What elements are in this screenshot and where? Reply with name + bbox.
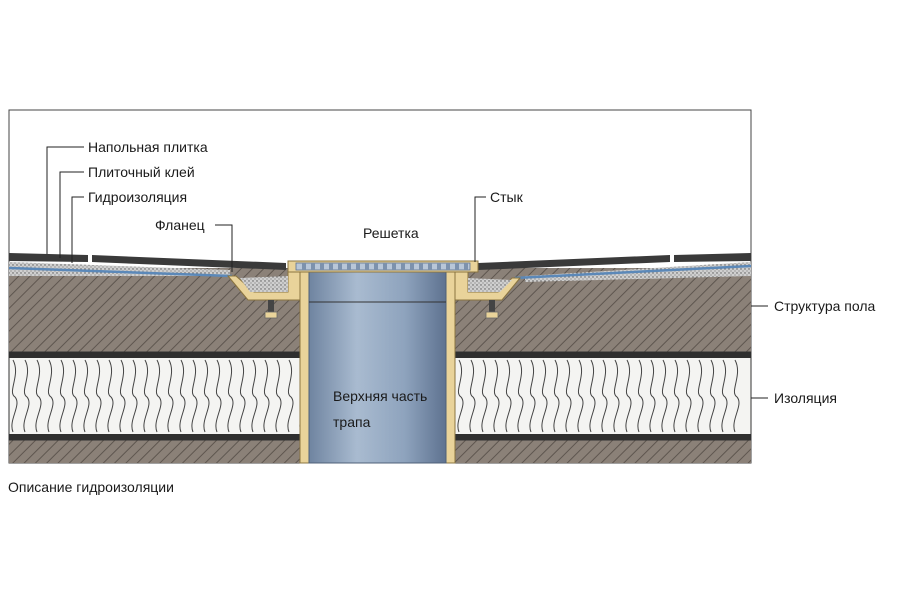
- adhesive-layer-left: [9, 262, 230, 276]
- grate-bar: [419, 263, 423, 270]
- drain-top-pipe: [308, 271, 447, 464]
- label-flange: Фланец: [155, 217, 205, 233]
- grate-bar: [338, 263, 342, 270]
- grate-bar: [374, 263, 378, 270]
- grate-bar: [410, 263, 414, 270]
- grate-bar: [329, 263, 333, 270]
- grate-bar: [302, 263, 306, 270]
- insulation-wave: [721, 359, 728, 433]
- tile-left-2: [92, 255, 286, 270]
- tile-right-1: [478, 255, 670, 270]
- grate-bar: [347, 263, 351, 270]
- grate-bar: [356, 263, 360, 270]
- insulation-pattern: [11, 359, 740, 433]
- insulation-wave: [179, 359, 186, 433]
- insulation-wave: [275, 359, 282, 433]
- grate-bar: [320, 263, 324, 270]
- insulation-wave: [95, 359, 102, 433]
- insulation-wave: [481, 359, 488, 433]
- label-insulation: Изоляция: [774, 390, 837, 406]
- grate-bar: [392, 263, 396, 270]
- insulation-wave: [215, 359, 222, 433]
- grate-bar: [455, 263, 459, 270]
- tile-right-2: [674, 253, 751, 262]
- insulation-wave: [191, 359, 198, 433]
- insulation-wave: [71, 359, 78, 433]
- grate-bar: [311, 263, 315, 270]
- insulation-wave: [227, 359, 234, 433]
- insulation-wave: [565, 359, 572, 433]
- leader-lines: [46, 146, 768, 399]
- insulation-wave: [553, 359, 560, 433]
- insulation-wave: [637, 359, 644, 433]
- insulation-wave: [517, 359, 524, 433]
- label-tile-adhesive: Плиточный клей: [88, 164, 195, 180]
- insulation-wave: [263, 359, 270, 433]
- label-floor-tile: Напольная плитка: [88, 139, 208, 155]
- grate-bar: [365, 263, 369, 270]
- insulation-wave: [505, 359, 512, 433]
- grate-bar: [446, 263, 450, 270]
- insulation-wave: [469, 359, 476, 433]
- insulation-wave: [541, 359, 548, 433]
- grate-bar: [383, 263, 387, 270]
- label-joint: Стык: [490, 189, 524, 205]
- tile-left-1: [9, 253, 88, 262]
- flange-fill-right: [468, 278, 512, 292]
- insulation-wave: [287, 359, 294, 433]
- insulation-wave: [239, 359, 246, 433]
- insulation-wave: [83, 359, 90, 433]
- insulation-wave: [251, 359, 258, 433]
- drain-wall-right: [445, 267, 456, 464]
- figure-caption: Описание гидроизоляции: [8, 479, 174, 495]
- insulation-wave: [613, 359, 620, 433]
- insulation-wave: [59, 359, 66, 433]
- insulation-wave: [203, 359, 210, 433]
- insulation-wave: [661, 359, 668, 433]
- insulation-wave: [457, 359, 464, 433]
- waterproofing-right: [514, 264, 752, 280]
- insulation-wave: [529, 359, 536, 433]
- drain-wall-left: [299, 267, 310, 464]
- waterproofing-left: [8, 266, 233, 278]
- insulation-wave: [625, 359, 632, 433]
- insulation-wave: [697, 359, 704, 433]
- grate-bar: [437, 263, 441, 270]
- insulation-wave: [733, 359, 740, 433]
- bolt-right: [485, 300, 499, 319]
- bolt-left: [264, 300, 278, 319]
- insulation-wave: [35, 359, 42, 433]
- label-grate: Решетка: [363, 225, 419, 241]
- grate: [287, 260, 479, 273]
- label-drain-top-line1: Верхняя часть: [333, 388, 427, 404]
- insulation-right: [454, 351, 752, 441]
- label-drain-top-line2: трапа: [333, 414, 371, 430]
- insulation-wave: [23, 359, 30, 433]
- grate-bar: [401, 263, 405, 270]
- insulation-wave: [107, 359, 114, 433]
- flange-fill-left: [240, 276, 288, 292]
- grate-bar: [428, 263, 432, 270]
- insulation-wave: [685, 359, 692, 433]
- insulation-wave: [47, 359, 54, 433]
- insulation-wave: [577, 359, 584, 433]
- insulation-wave: [119, 359, 126, 433]
- insulation-wave: [709, 359, 716, 433]
- insulation-wave: [131, 359, 138, 433]
- insulation-wave: [673, 359, 680, 433]
- insulation-wave: [589, 359, 596, 433]
- insulation-wave: [649, 359, 656, 433]
- insulation-wave: [601, 359, 608, 433]
- label-floor-structure: Структура пола: [774, 298, 876, 314]
- insulation-wave: [155, 359, 162, 433]
- label-waterproofing: Гидроизоляция: [88, 189, 187, 205]
- insulation-wave: [11, 359, 18, 433]
- grate-bar: [464, 263, 468, 270]
- insulation-wave: [167, 359, 174, 433]
- insulation-wave: [143, 359, 150, 433]
- insulation-wave: [493, 359, 500, 433]
